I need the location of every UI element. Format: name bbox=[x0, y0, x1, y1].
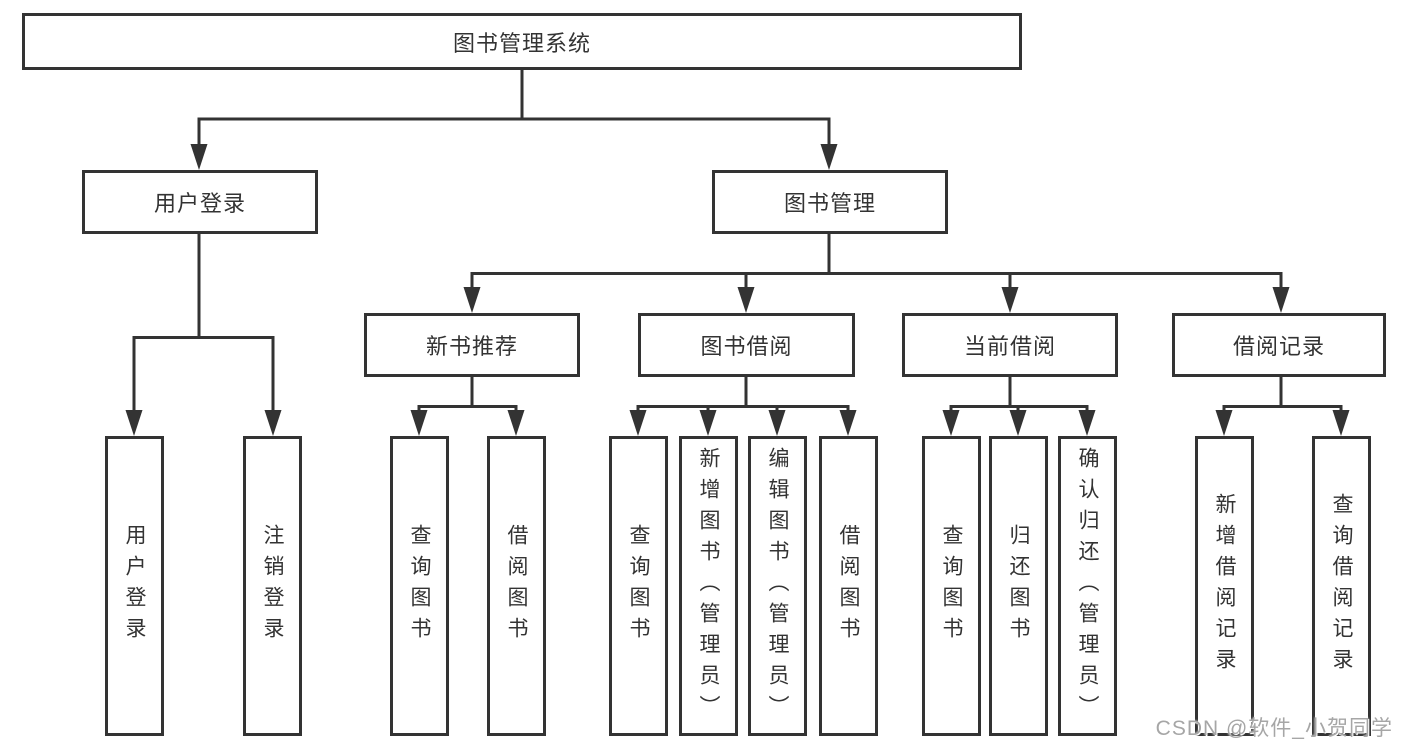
leaf-query-books-current: 查询图书 bbox=[922, 436, 981, 736]
leaf-label: 查询图书 bbox=[408, 524, 431, 648]
leaf-borrow-books: 借阅图书 bbox=[819, 436, 878, 736]
node-borrowing-records: 借阅记录 bbox=[1172, 313, 1386, 377]
leaf-label: 编辑图书（管理员） bbox=[766, 446, 789, 726]
leaf-label: 用户登录 bbox=[123, 524, 146, 648]
leaf-logout: 注销登录 bbox=[243, 436, 302, 736]
node-user-login: 用户登录 bbox=[82, 170, 318, 234]
leaf-user-login: 用户登录 bbox=[105, 436, 164, 736]
leaf-label: 新增借阅记录 bbox=[1213, 493, 1236, 679]
arrowheads bbox=[125, 144, 1350, 436]
leaf-query-books-borrowing: 查询图书 bbox=[609, 436, 668, 736]
node-label: 当前借阅 bbox=[963, 334, 1056, 359]
node-label: 用户登录 bbox=[153, 191, 246, 216]
leaf-return-books: 归还图书 bbox=[989, 436, 1048, 736]
node-label: 图书借阅 bbox=[700, 334, 793, 359]
leaf-label: 查询图书 bbox=[940, 524, 963, 648]
node-book-management: 图书管理 bbox=[712, 170, 948, 234]
leaf-borrow-books-recommend: 借阅图书 bbox=[487, 436, 546, 736]
node-book-borrowing: 图书借阅 bbox=[638, 313, 855, 377]
leaf-label: 借阅图书 bbox=[837, 524, 860, 648]
leaf-label: 注销登录 bbox=[261, 524, 284, 648]
leaf-label: 查询图书 bbox=[627, 524, 650, 648]
leaf-label: 确认归还（管理员） bbox=[1076, 446, 1099, 726]
node-label: 借阅记录 bbox=[1232, 334, 1325, 359]
node-library-system: 图书管理系统 bbox=[22, 13, 1022, 70]
leaf-add-borrow-record: 新增借阅记录 bbox=[1195, 436, 1254, 736]
node-label: 新书推荐 bbox=[425, 334, 518, 359]
leaf-label: 归还图书 bbox=[1007, 524, 1030, 648]
node-label: 图书管理系统 bbox=[452, 30, 591, 56]
leaf-edit-book-admin: 编辑图书（管理员） bbox=[748, 436, 807, 736]
leaf-label: 借阅图书 bbox=[505, 524, 528, 648]
node-current-borrowing: 当前借阅 bbox=[902, 313, 1118, 377]
watermark: CSDN @软件_小贺同学 bbox=[1155, 717, 1393, 740]
node-label: 图书管理 bbox=[783, 191, 876, 216]
leaf-add-book-admin: 新增图书（管理员） bbox=[679, 436, 738, 736]
leaf-query-books-recommend: 查询图书 bbox=[390, 436, 449, 736]
leaf-confirm-return-admin: 确认归还（管理员） bbox=[1058, 436, 1117, 736]
leaf-query-borrow-record: 查询借阅记录 bbox=[1312, 436, 1371, 736]
leaf-label: 查询借阅记录 bbox=[1330, 493, 1353, 679]
node-new-book-recommend: 新书推荐 bbox=[364, 313, 580, 377]
leaf-label: 新增图书（管理员） bbox=[697, 446, 720, 726]
